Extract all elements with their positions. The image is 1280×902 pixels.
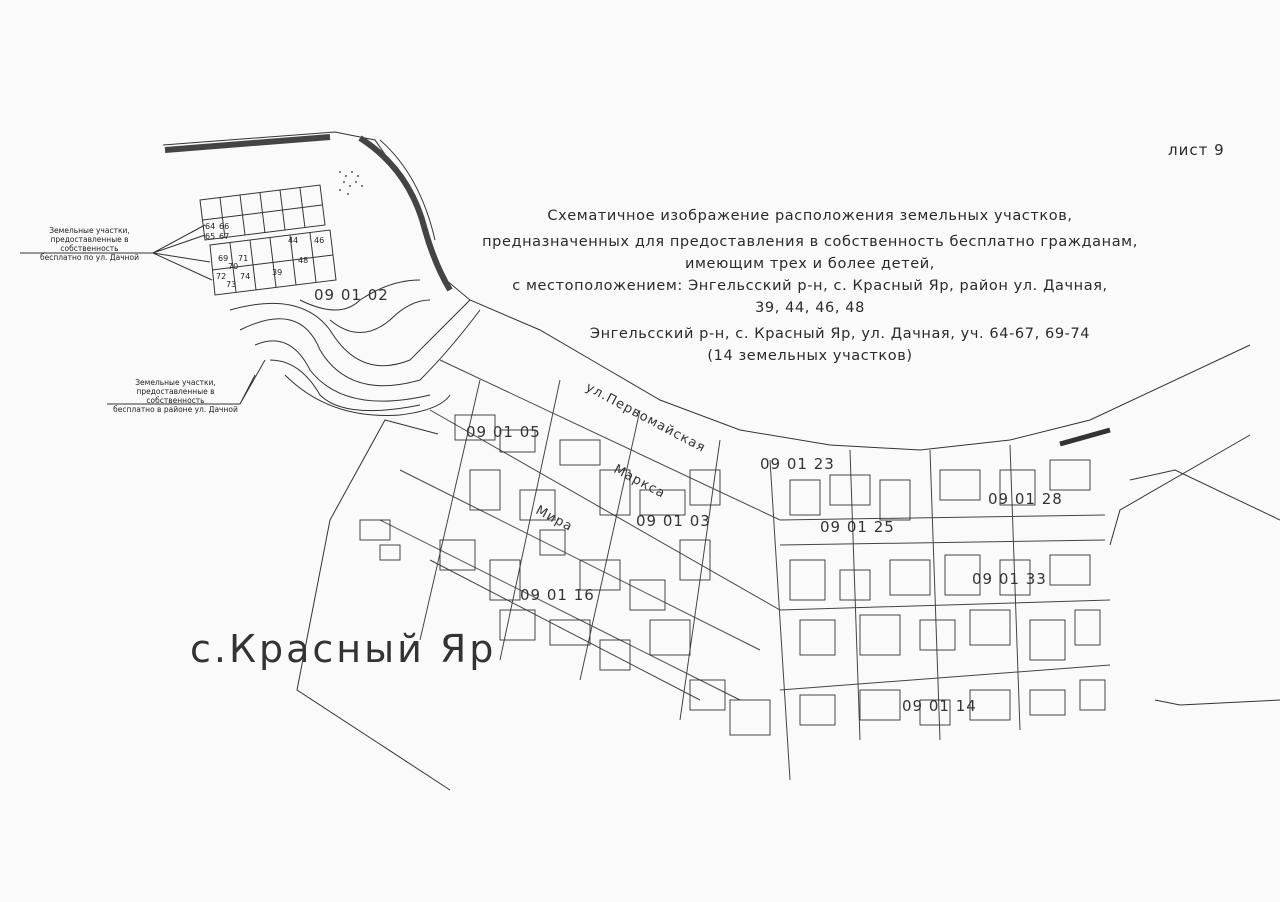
lot-number: 65	[205, 232, 216, 241]
lot-number: 71	[238, 254, 249, 263]
callout-dachnaya-area-line1: Земельные участки,	[135, 378, 216, 387]
block-code-0102: 09 01 02	[314, 286, 389, 304]
block-code-0105: 09 01 05	[466, 423, 541, 441]
callout-dachnaya-line1: Земельные участки,	[49, 226, 130, 235]
road-curve-2	[379, 139, 436, 241]
title-line-1: Схематичное изображение расположения зем…	[547, 208, 1073, 224]
road-top	[164, 134, 331, 153]
title-line-4: с местоположением: Энгельсский р-н, с. К…	[512, 278, 1108, 294]
block-code-0103: 09 01 03	[636, 512, 711, 530]
street-lines	[379, 359, 1111, 781]
lot-number: 70	[228, 262, 239, 271]
lot-number: 48	[298, 256, 309, 265]
block-code-0125: 09 01 25	[820, 518, 895, 536]
callout-leader-1	[20, 224, 213, 281]
title-line-6: Энгельсский р-н, с. Красный Яр, ул. Дачн…	[589, 326, 1091, 342]
callout-dachnaya: Земельные участки, предоставленные в соб…	[22, 226, 157, 262]
callout-dachnaya-area-line3: бесплатно в районе ул. Дачной	[113, 405, 238, 414]
settlement-boundary-south	[296, 419, 451, 791]
contour-5	[284, 374, 451, 416]
lot-number: 72	[216, 272, 227, 281]
contour-7	[329, 299, 431, 333]
road-curve	[358, 135, 453, 292]
settlement-name: с.Красный Яр	[190, 627, 497, 671]
callout-dachnaya-area: Земельные участки, предоставленные в соб…	[108, 378, 243, 414]
block-code-0114: 09 01 14	[902, 697, 977, 715]
lot-number: 64	[205, 222, 216, 231]
road-end-right	[1059, 427, 1111, 447]
contour-1	[229, 299, 471, 367]
block-code-0123: 09 01 23	[760, 455, 835, 473]
contour-2	[239, 309, 481, 387]
lot-number: 69	[218, 254, 229, 263]
title-line-2: предназначенных для предоставления в соб…	[482, 234, 1138, 250]
contour-4	[269, 359, 421, 412]
settlement-boundary-east	[1109, 434, 1251, 546]
buildings	[359, 414, 1106, 736]
lot-number: 46	[314, 236, 325, 245]
marsh-dots	[339, 171, 363, 195]
callout-dachnaya-line2: предоставленные в собственность	[50, 235, 129, 253]
block-code-0116: 09 01 16	[520, 586, 595, 604]
lot-number: 66	[219, 222, 230, 231]
callout-dachnaya-area-line2: предоставленные в собственность	[136, 387, 215, 405]
block-code-0128: 09 01 28	[988, 490, 1063, 508]
contour-6	[299, 279, 421, 311]
title-line-5: 39, 44, 46, 48	[755, 300, 865, 316]
lot-number: 73	[226, 280, 237, 289]
block-code-0133: 09 01 33	[972, 570, 1047, 588]
title-line-7: (14 земельных участков)	[707, 348, 913, 364]
lot-number: 39	[272, 268, 283, 277]
sheet-number: лист 9	[1168, 141, 1225, 159]
plot-grid	[199, 184, 337, 296]
callout-leader-2	[107, 359, 266, 405]
title-line-3: имеющим трех и более детей,	[685, 256, 935, 272]
lot-number: 67	[219, 232, 230, 241]
neighbor-boundary	[1129, 469, 1280, 706]
lot-number: 44	[288, 236, 299, 245]
lot-number: 74	[240, 272, 251, 281]
callout-dachnaya-line3: бесплатно по ул. Дачной	[39, 253, 140, 262]
contour-3	[254, 340, 431, 402]
